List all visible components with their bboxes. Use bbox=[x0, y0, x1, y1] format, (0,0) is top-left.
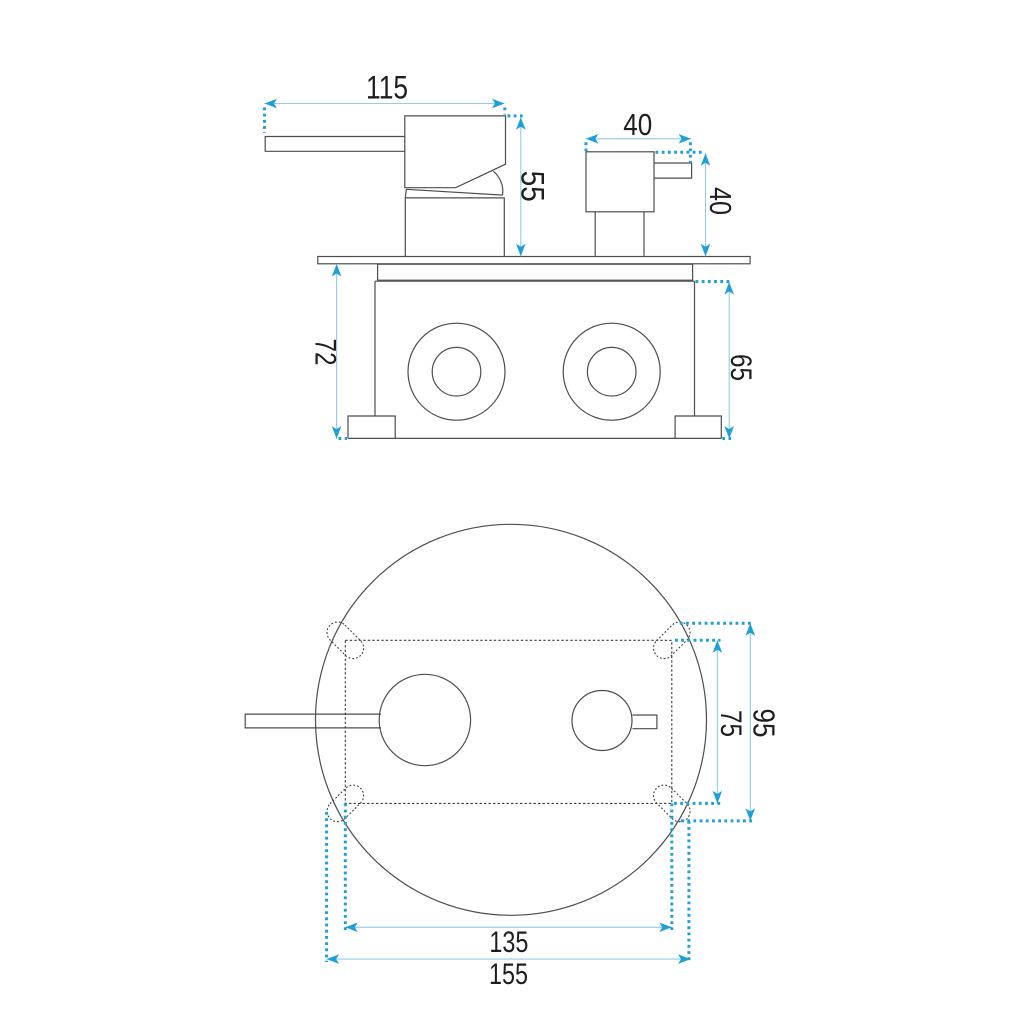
svg-text:40: 40 bbox=[703, 187, 738, 215]
svg-text:155: 155 bbox=[489, 958, 528, 991]
svg-text:72: 72 bbox=[309, 339, 342, 366]
svg-text:95: 95 bbox=[747, 709, 782, 738]
svg-text:55: 55 bbox=[515, 171, 551, 202]
svg-text:75: 75 bbox=[714, 710, 747, 737]
svg-text:135: 135 bbox=[489, 926, 528, 959]
svg-text:115: 115 bbox=[366, 70, 408, 106]
svg-text:65: 65 bbox=[724, 354, 757, 381]
svg-text:40: 40 bbox=[623, 107, 652, 142]
